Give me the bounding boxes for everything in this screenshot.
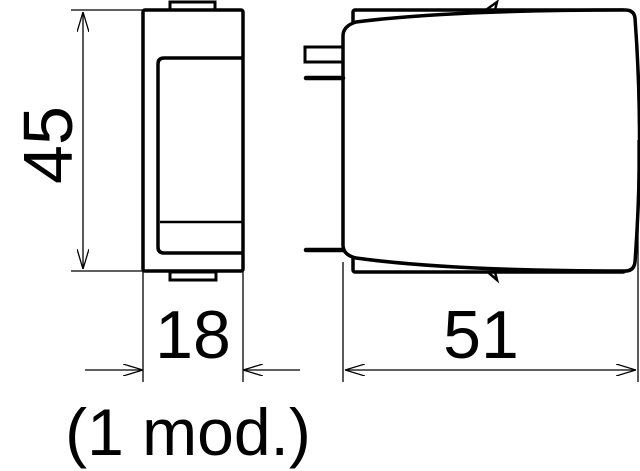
depth-dimension — [342, 140, 639, 382]
height-label: 45 — [9, 106, 87, 184]
module-body-side — [341, 8, 640, 273]
bottom-din-clip — [168, 270, 218, 282]
height-dimension — [71, 9, 143, 272]
depth-label: 51 — [443, 297, 519, 373]
front-view — [141, 0, 245, 282]
module-note: (1 mod.) — [65, 395, 311, 469]
label-window — [156, 56, 242, 255]
side-view — [303, 0, 640, 284]
width-label: 18 — [155, 297, 231, 373]
connector-pin-top — [303, 45, 345, 64]
width-dimension — [85, 271, 300, 382]
